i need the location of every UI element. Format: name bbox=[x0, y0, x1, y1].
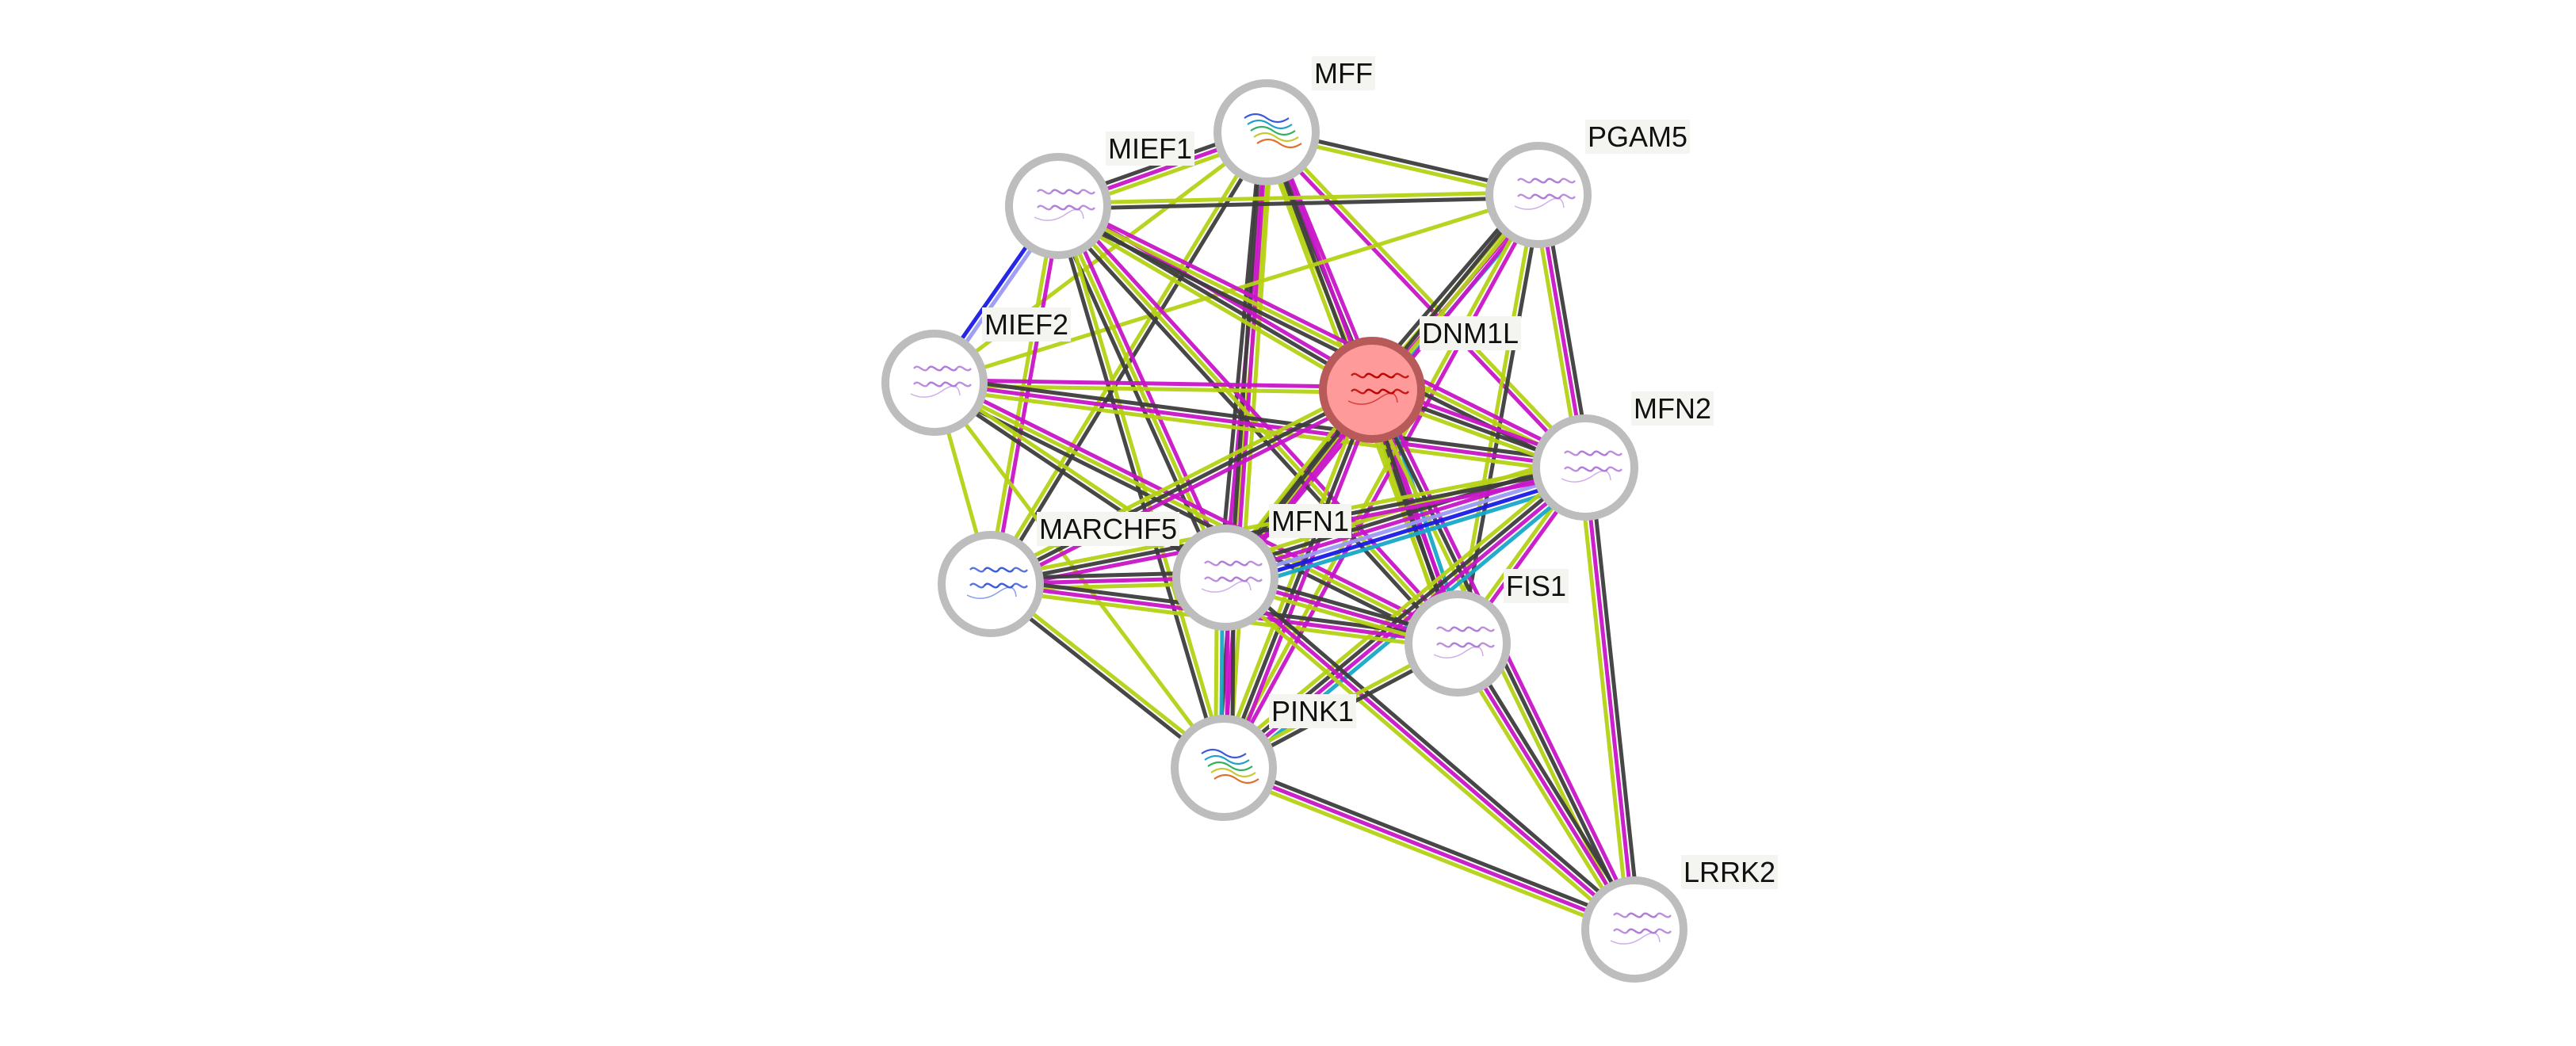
edge-line-coexpression bbox=[1460, 639, 1642, 928]
edge-line-experiments bbox=[1224, 576, 1636, 931]
node-label-background bbox=[1585, 120, 1691, 154]
edge-line-coexpression bbox=[1225, 761, 1638, 926]
node-label-background bbox=[1504, 569, 1569, 603]
node-label[interactable]: MFN1 bbox=[1271, 505, 1349, 537]
edge-line-experiments bbox=[936, 376, 1462, 640]
edge-PGAM5-MIEF1[interactable] bbox=[1057, 190, 1539, 211]
edge-DNM1L-MARCHF5[interactable] bbox=[987, 383, 1376, 591]
edge-FIS1-LRRK2[interactable] bbox=[1450, 639, 1642, 933]
protein-structure-red-icon bbox=[1347, 372, 1409, 405]
edge-line-coexpression bbox=[989, 387, 1374, 586]
node-label[interactable]: MIEF1 bbox=[1108, 132, 1192, 165]
edge-line-textmining bbox=[1220, 580, 1633, 936]
edge-line-experiments bbox=[1583, 467, 1637, 930]
edge-line-textmining bbox=[1450, 645, 1632, 933]
node-label-background bbox=[1420, 316, 1522, 350]
edge-line-coexpression bbox=[1588, 466, 1642, 930]
node-MFN1[interactable]: MFN1 bbox=[1172, 504, 1351, 631]
node-label-background bbox=[982, 307, 1072, 342]
edge-MFN2-LRRK2[interactable] bbox=[1577, 466, 1642, 931]
protein-structure-purple-icon bbox=[910, 365, 972, 398]
node-label-background bbox=[1269, 694, 1357, 728]
edge-line-experiments bbox=[1224, 195, 1543, 770]
edge-PINK1-LRRK2[interactable] bbox=[1221, 761, 1638, 937]
edge-line-textmining bbox=[1054, 208, 1370, 397]
edge-PGAM5-PINK1[interactable] bbox=[1219, 193, 1543, 770]
node-label[interactable]: MFN2 bbox=[1634, 392, 1711, 425]
edge-line-textmining bbox=[1217, 387, 1369, 767]
node-label-background bbox=[1312, 56, 1375, 90]
node-MIEF2[interactable]: MIEF2 bbox=[881, 307, 1072, 436]
edge-line-textmining bbox=[987, 383, 1370, 581]
node-label-background bbox=[1037, 512, 1180, 546]
edge-MIEF2-MFN2[interactable] bbox=[933, 375, 1587, 475]
edge-line-experiments bbox=[1227, 391, 1379, 771]
protein-structure-purple-icon bbox=[1201, 560, 1263, 593]
protein-structure-purple-icon bbox=[1610, 912, 1672, 945]
edge-line-experiments bbox=[992, 393, 1376, 591]
edge-line-textmining bbox=[1267, 128, 1589, 468]
node-DNM1L[interactable]: DNM1L bbox=[1319, 316, 1522, 443]
node-label-background bbox=[1681, 855, 1779, 889]
edge-line-textmining bbox=[1057, 204, 1587, 470]
protein-structure-purple-icon bbox=[1561, 450, 1622, 483]
edge-line-textmining bbox=[1057, 190, 1538, 206]
node-label[interactable]: MARCHF5 bbox=[1039, 513, 1177, 545]
edge-line-coexpression bbox=[1221, 389, 1374, 769]
edge-line-experiments bbox=[1223, 765, 1635, 932]
edge-line-fusion bbox=[1227, 473, 1588, 588]
edge-MIEF2-FIS1[interactable] bbox=[931, 376, 1462, 651]
node-PGAM5[interactable]: PGAM5 bbox=[1485, 120, 1691, 248]
node-LRRK2[interactable]: LRRK2 bbox=[1581, 855, 1779, 983]
edge-line-coexpression bbox=[1058, 195, 1539, 211]
node-label-background bbox=[1631, 391, 1714, 426]
node-MFF[interactable]: MFF bbox=[1213, 56, 1375, 185]
edge-MFN1-LRRK2[interactable] bbox=[1220, 571, 1640, 936]
edge-line-experiments bbox=[1060, 199, 1589, 464]
edge-line-coexpression bbox=[931, 386, 1456, 651]
node-PINK1[interactable]: PINK1 bbox=[1171, 694, 1357, 821]
node-label[interactable]: PINK1 bbox=[1271, 695, 1354, 727]
edge-line-coexpression bbox=[934, 375, 1587, 464]
node-label[interactable]: LRRK2 bbox=[1684, 856, 1775, 888]
edge-line-neighborhood bbox=[1225, 468, 1587, 582]
edge-line-textmining bbox=[933, 380, 1459, 646]
node-MFN2[interactable]: MFN2 bbox=[1532, 391, 1714, 521]
node-label[interactable]: DNM1L bbox=[1422, 317, 1519, 349]
protein-structure-blue-icon bbox=[966, 567, 1028, 599]
edge-line-experiments bbox=[934, 378, 1373, 390]
edge-line-experiments bbox=[1263, 132, 1585, 471]
edge-line-coexpression bbox=[1227, 571, 1640, 927]
node-label[interactable]: PGAM5 bbox=[1588, 120, 1687, 153]
node-FIS1[interactable]: FIS1 bbox=[1405, 569, 1569, 697]
edge-line-textmining bbox=[933, 386, 1585, 475]
protein-structure-purple-icon bbox=[1433, 626, 1495, 659]
node-label[interactable]: MIEF2 bbox=[984, 308, 1068, 341]
protein-structure-rainbow-icon bbox=[1244, 113, 1302, 149]
protein-structure-purple-icon bbox=[1034, 189, 1095, 221]
edge-DNM1L-PINK1[interactable] bbox=[1217, 387, 1379, 771]
edge-line-coexpression bbox=[1053, 206, 1224, 769]
node-label-background bbox=[1269, 504, 1351, 538]
node-MARCHF5[interactable]: MARCHF5 bbox=[938, 512, 1180, 637]
protein-structure-purple-icon bbox=[1514, 178, 1576, 210]
edge-line-textmining bbox=[1219, 193, 1538, 768]
edge-line-experiments bbox=[934, 380, 1586, 470]
node-label-background bbox=[1106, 132, 1195, 166]
node-label[interactable]: MFF bbox=[1314, 57, 1373, 90]
edge-line-textmining bbox=[1221, 771, 1634, 937]
edge-line-coexpression bbox=[991, 132, 1271, 587]
node-label[interactable]: FIS1 bbox=[1506, 570, 1566, 602]
edge-line-databases bbox=[1229, 479, 1590, 594]
edge-line-textmining bbox=[1577, 468, 1631, 931]
edge-MFF-MFN2[interactable] bbox=[1263, 128, 1589, 471]
node-MIEF1[interactable]: MIEF1 bbox=[1005, 132, 1195, 259]
edge-line-experiments bbox=[1455, 642, 1637, 931]
protein-structure-rainbow-icon bbox=[1201, 748, 1259, 784]
